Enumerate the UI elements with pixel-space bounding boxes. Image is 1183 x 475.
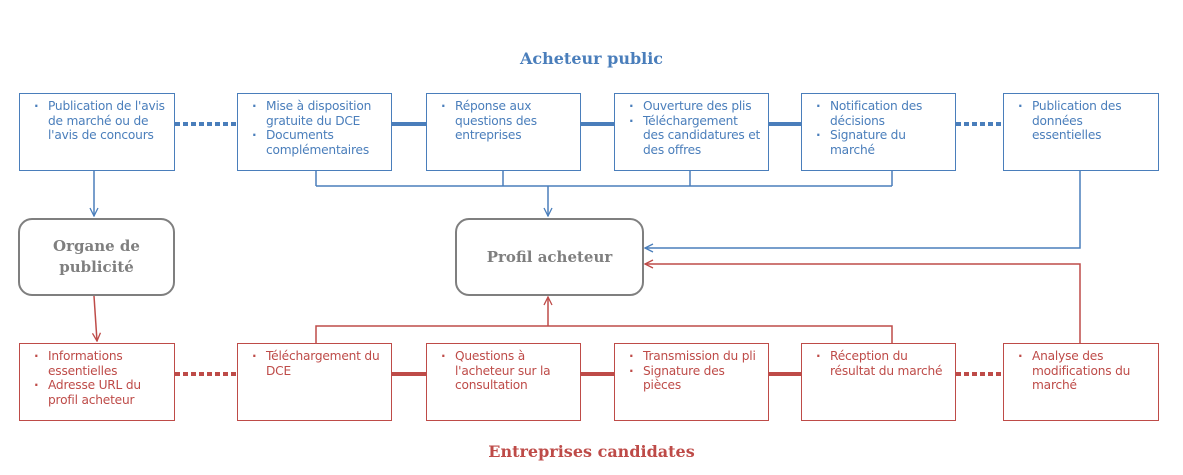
acheteur-flow [94,122,1081,248]
step-item: Documents complémentaires [252,128,385,157]
step-item: Mise à disposition gratuite du DCE [252,99,385,128]
step-item: Signature des pièces [629,364,762,393]
entreprises-candidates-title: Entreprises candidates [488,442,695,461]
step-item: Publication des données essentielles [1018,99,1152,143]
step-item: Réponse aux questions des entreprises [441,99,574,143]
step-item: Téléchargement des candidatures et des o… [629,114,762,158]
entreprise-step-telechargement-dce: Téléchargement du DCE [237,343,392,421]
acheteur-step-mise-a-disposition: Mise à disposition gratuite du DCE Docum… [237,93,392,171]
entreprise-step-analyse-modifications: Analyse des modifications du marché [1003,343,1159,421]
acheteur-public-title: Acheteur public [519,49,664,68]
step-item: Ouverture des plis [629,99,762,114]
entreprise-step-transmission: Transmission du pli Signature des pièces [614,343,769,421]
step-item: Notification des décisions [816,99,949,128]
step-item: Informations essentielles [34,349,168,378]
step-item: Adresse URL du profil acheteur [34,378,168,407]
step-item: Analyse des modifications du marché [1018,349,1152,393]
entreprise-step-reception-resultat: Réception du résultat du marché [801,343,956,421]
step-item: Signature du marché [816,128,949,157]
organe-de-publicite-node: Organe de publicité [18,218,175,296]
step-item: Transmission du pli [629,349,762,364]
entreprises-flow [94,264,1081,376]
acheteur-step-publication-avis: Publication de l'avis de marché ou de l'… [19,93,175,171]
step-item: Téléchargement du DCE [252,349,385,378]
step-item: Publication de l'avis de marché ou de l'… [34,99,168,143]
entreprise-step-informations: Informations essentielles Adresse URL du… [19,343,175,421]
step-item: Questions à l'acheteur sur la consultati… [441,349,574,393]
acheteur-step-reponse-questions: Réponse aux questions des entreprises [426,93,581,171]
entreprise-step-questions: Questions à l'acheteur sur la consultati… [426,343,581,421]
acheteur-step-notification: Notification des décisions Signature du … [801,93,956,171]
profil-acheteur-node: Profil acheteur [455,218,644,296]
step-item: Réception du résultat du marché [816,349,949,378]
acheteur-step-publication-donnees: Publication des données essentielles [1003,93,1159,171]
acheteur-step-ouverture-plis: Ouverture des plis Téléchargement des ca… [614,93,769,171]
